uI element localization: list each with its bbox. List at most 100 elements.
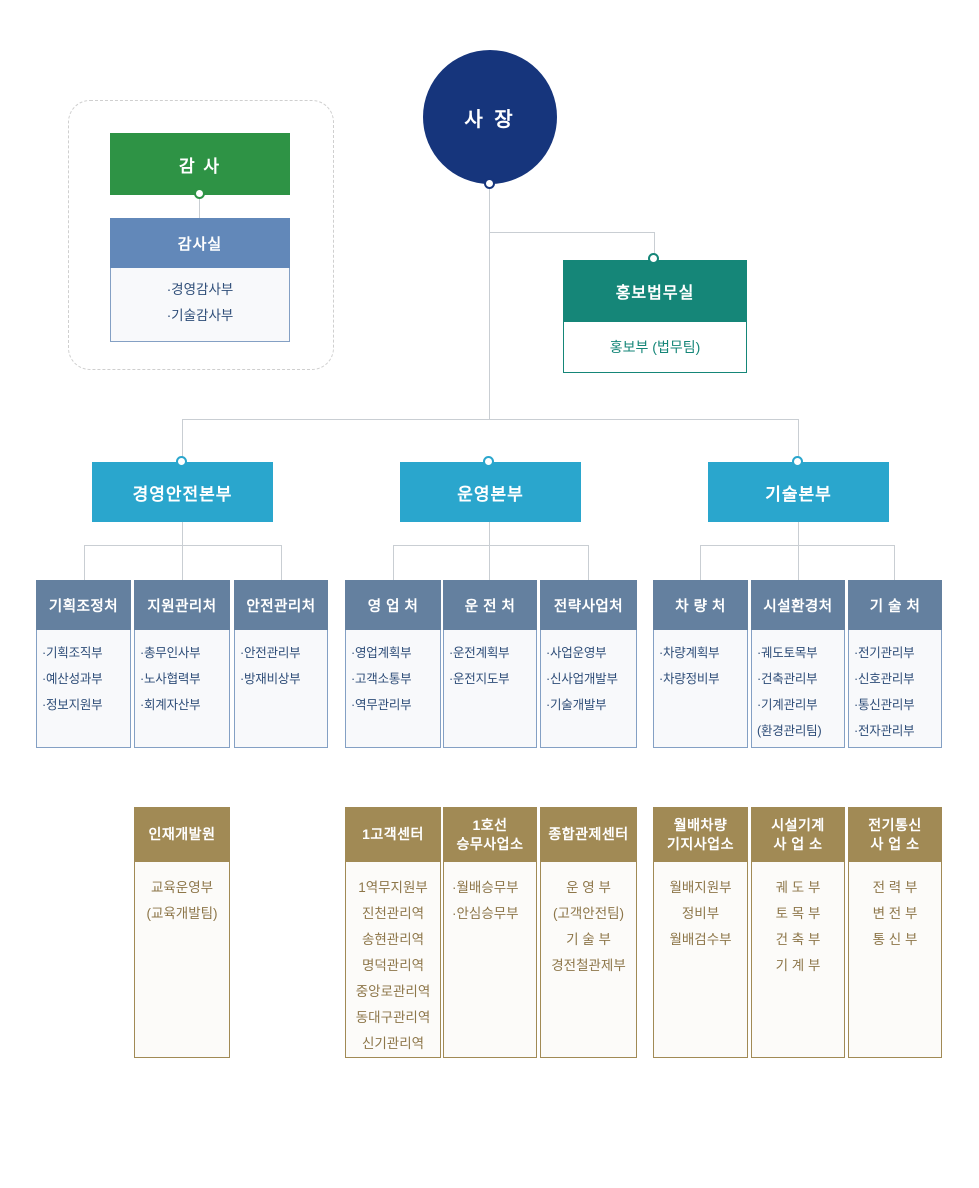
list-item: ·차량정비부: [659, 672, 720, 686]
pr-legal-box: 홍보법무실 홍보부 (법무팀): [563, 260, 747, 373]
dept-body: ·궤도토목부·건축관리부·기계관리부(환경관리팀): [751, 630, 845, 748]
list-item: 건 축 부: [775, 932, 821, 947]
list-item: ·경영감사부: [166, 282, 234, 297]
list-item: 1고객센터: [362, 826, 424, 842]
dept-header: 운 전 처: [443, 580, 537, 630]
audit-office-title: 감사실: [177, 235, 223, 253]
division-title: 기술본부: [765, 484, 832, 504]
connector-line: [894, 545, 895, 580]
dept-box: 안전관리처 ·안전관리부 ·방재비상부: [234, 580, 328, 748]
list-item: 동대구관리역: [355, 1010, 431, 1025]
connector-line: [199, 195, 200, 218]
list-item: ·건축관리부: [757, 672, 818, 686]
dept-body: ·전기관리부·신호관리부·통신관리부·전자관리부: [848, 630, 942, 748]
dept-body: ·운전계획부·운전지도부: [443, 630, 537, 748]
list-item: ·안심승무부: [452, 906, 519, 921]
dept-title: 운 전 처: [464, 598, 516, 615]
list-item: ·신사업개발부: [546, 672, 618, 686]
auditor-box: 감 사: [110, 133, 290, 195]
audit-office-box: 감사실 ·경영감사부 ·기술감사부: [110, 218, 290, 342]
dept-header: 기획조정처: [36, 580, 131, 630]
list-item: ·정보지원부: [42, 698, 103, 712]
dept-header: 시설환경처: [751, 580, 845, 630]
unit-header: 종합관제센터: [540, 807, 637, 862]
dept-header: 전략사업처: [540, 580, 637, 630]
unit-body: ·월배승무부·안심승무부: [443, 862, 537, 1058]
list-item: (교육개발팀): [146, 906, 218, 921]
dept-title: 전략사업처: [553, 598, 624, 615]
dept-header: 기 술 처: [848, 580, 942, 630]
list-item: ·기획조직부: [42, 646, 103, 660]
audit-office-body: ·경영감사부 ·기술감사부: [110, 268, 290, 342]
dept-header: 영 업 처: [345, 580, 441, 630]
connector-line: [393, 545, 394, 580]
dept-box: 지원관리처 ·총무인사부·노사협력부·회계자산부: [134, 580, 230, 748]
connector-dot: [194, 188, 205, 199]
dept-title: 시설환경처: [763, 598, 833, 615]
list-item: 월배지원부: [669, 880, 732, 895]
list-item: ·궤도토목부: [757, 646, 818, 660]
list-item: ·방재비상부: [240, 672, 301, 686]
unit-body: 교육운영부(교육개발팀): [134, 862, 230, 1058]
list-item: ·안전관리부: [240, 646, 301, 660]
dept-body: ·사업운영부·신사업개발부·기술개발부: [540, 630, 637, 748]
dept-box: 기 술 처 ·전기관리부·신호관리부·통신관리부·전자관리부: [848, 580, 942, 748]
list-item: 송현관리역: [361, 932, 425, 947]
connector-line: [182, 419, 799, 420]
dept-title: 안전관리처: [246, 598, 316, 615]
list-item: ·전기관리부: [854, 646, 915, 660]
list-item: ·전자관리부: [854, 724, 915, 738]
dept-body: ·기획조직부·예산성과부·정보지원부: [36, 630, 131, 748]
connector-line: [182, 545, 183, 580]
list-item: ·신호관리부: [854, 672, 915, 686]
list-item: 인재개발원: [148, 826, 216, 842]
auditor-label: 감 사: [178, 156, 221, 176]
connector-line: [489, 545, 490, 580]
list-item: 신기관리역: [361, 1036, 425, 1051]
connector-line: [798, 419, 799, 459]
connector-line: [281, 545, 282, 580]
dept-box: 시설환경처 ·궤도토목부·건축관리부·기계관리부(환경관리팀): [751, 580, 845, 748]
dept-box: 영 업 처 ·영업계획부·고객소통부·역무관리부: [345, 580, 441, 748]
list-item: ·역무관리부: [351, 698, 412, 712]
list-item: ·기술감사부: [166, 308, 234, 323]
list-item: ·영업계획부: [351, 646, 412, 660]
list-item: 변 전 부: [872, 906, 918, 921]
list-item: 1역무지원부: [358, 880, 428, 895]
connector-line: [489, 184, 490, 419]
dept-box: 전략사업처 ·사업운영부·신사업개발부·기술개발부: [540, 580, 637, 748]
connector-line: [84, 545, 282, 546]
list-item: 기 술 부: [566, 932, 611, 947]
connector-dot: [176, 456, 187, 467]
division-title: 경영안전본부: [132, 484, 233, 504]
connector-line: [654, 232, 655, 259]
list-item: 기 계 부: [775, 958, 821, 973]
connector-line: [84, 545, 85, 580]
dept-body: ·영업계획부·고객소통부·역무관리부: [345, 630, 441, 748]
pr-legal-body: 홍보부 (법무팀): [563, 322, 747, 373]
division-operations: 운영본부: [400, 462, 581, 522]
pr-legal-title: 홍보법무실: [615, 285, 695, 302]
list-item: 토 목 부: [775, 906, 821, 921]
connector-dot: [483, 456, 494, 467]
audit-group-outline: [68, 100, 334, 370]
division-technology: 기술본부: [708, 462, 889, 522]
list-item: ·노사협력부: [140, 672, 201, 686]
ceo-circle: 사 장: [423, 50, 557, 184]
dept-header: 지원관리처: [134, 580, 230, 630]
connector-line: [489, 522, 490, 545]
list-item: 중앙로관리역: [355, 984, 431, 999]
list-item: ·기계관리부: [757, 698, 818, 712]
list-item: 1호선: [472, 816, 508, 833]
